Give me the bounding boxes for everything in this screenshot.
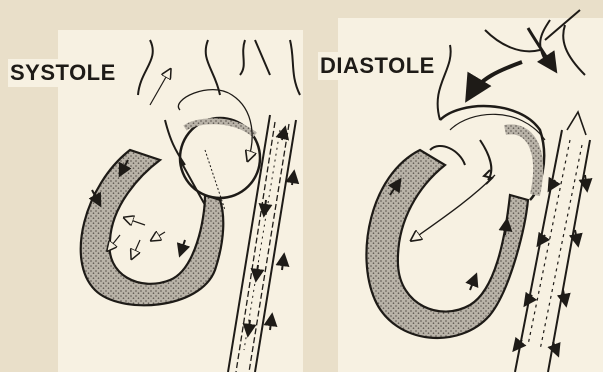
systole-label: SYSTOLE (8, 59, 118, 87)
diastole-catheter (514, 112, 590, 372)
systole-aorta-outline (138, 40, 300, 95)
diastole-inflow-arrow (468, 62, 522, 98)
systole-flow-arrow (125, 218, 145, 225)
systole-flow-arrow (132, 240, 140, 258)
systole-flow-arrow (150, 70, 170, 105)
diastole-label: DIASTOLE (318, 52, 437, 80)
diastole-ventricle-wall (366, 150, 528, 338)
systole-heart (81, 40, 300, 372)
systole-flow-arrow (152, 232, 165, 240)
